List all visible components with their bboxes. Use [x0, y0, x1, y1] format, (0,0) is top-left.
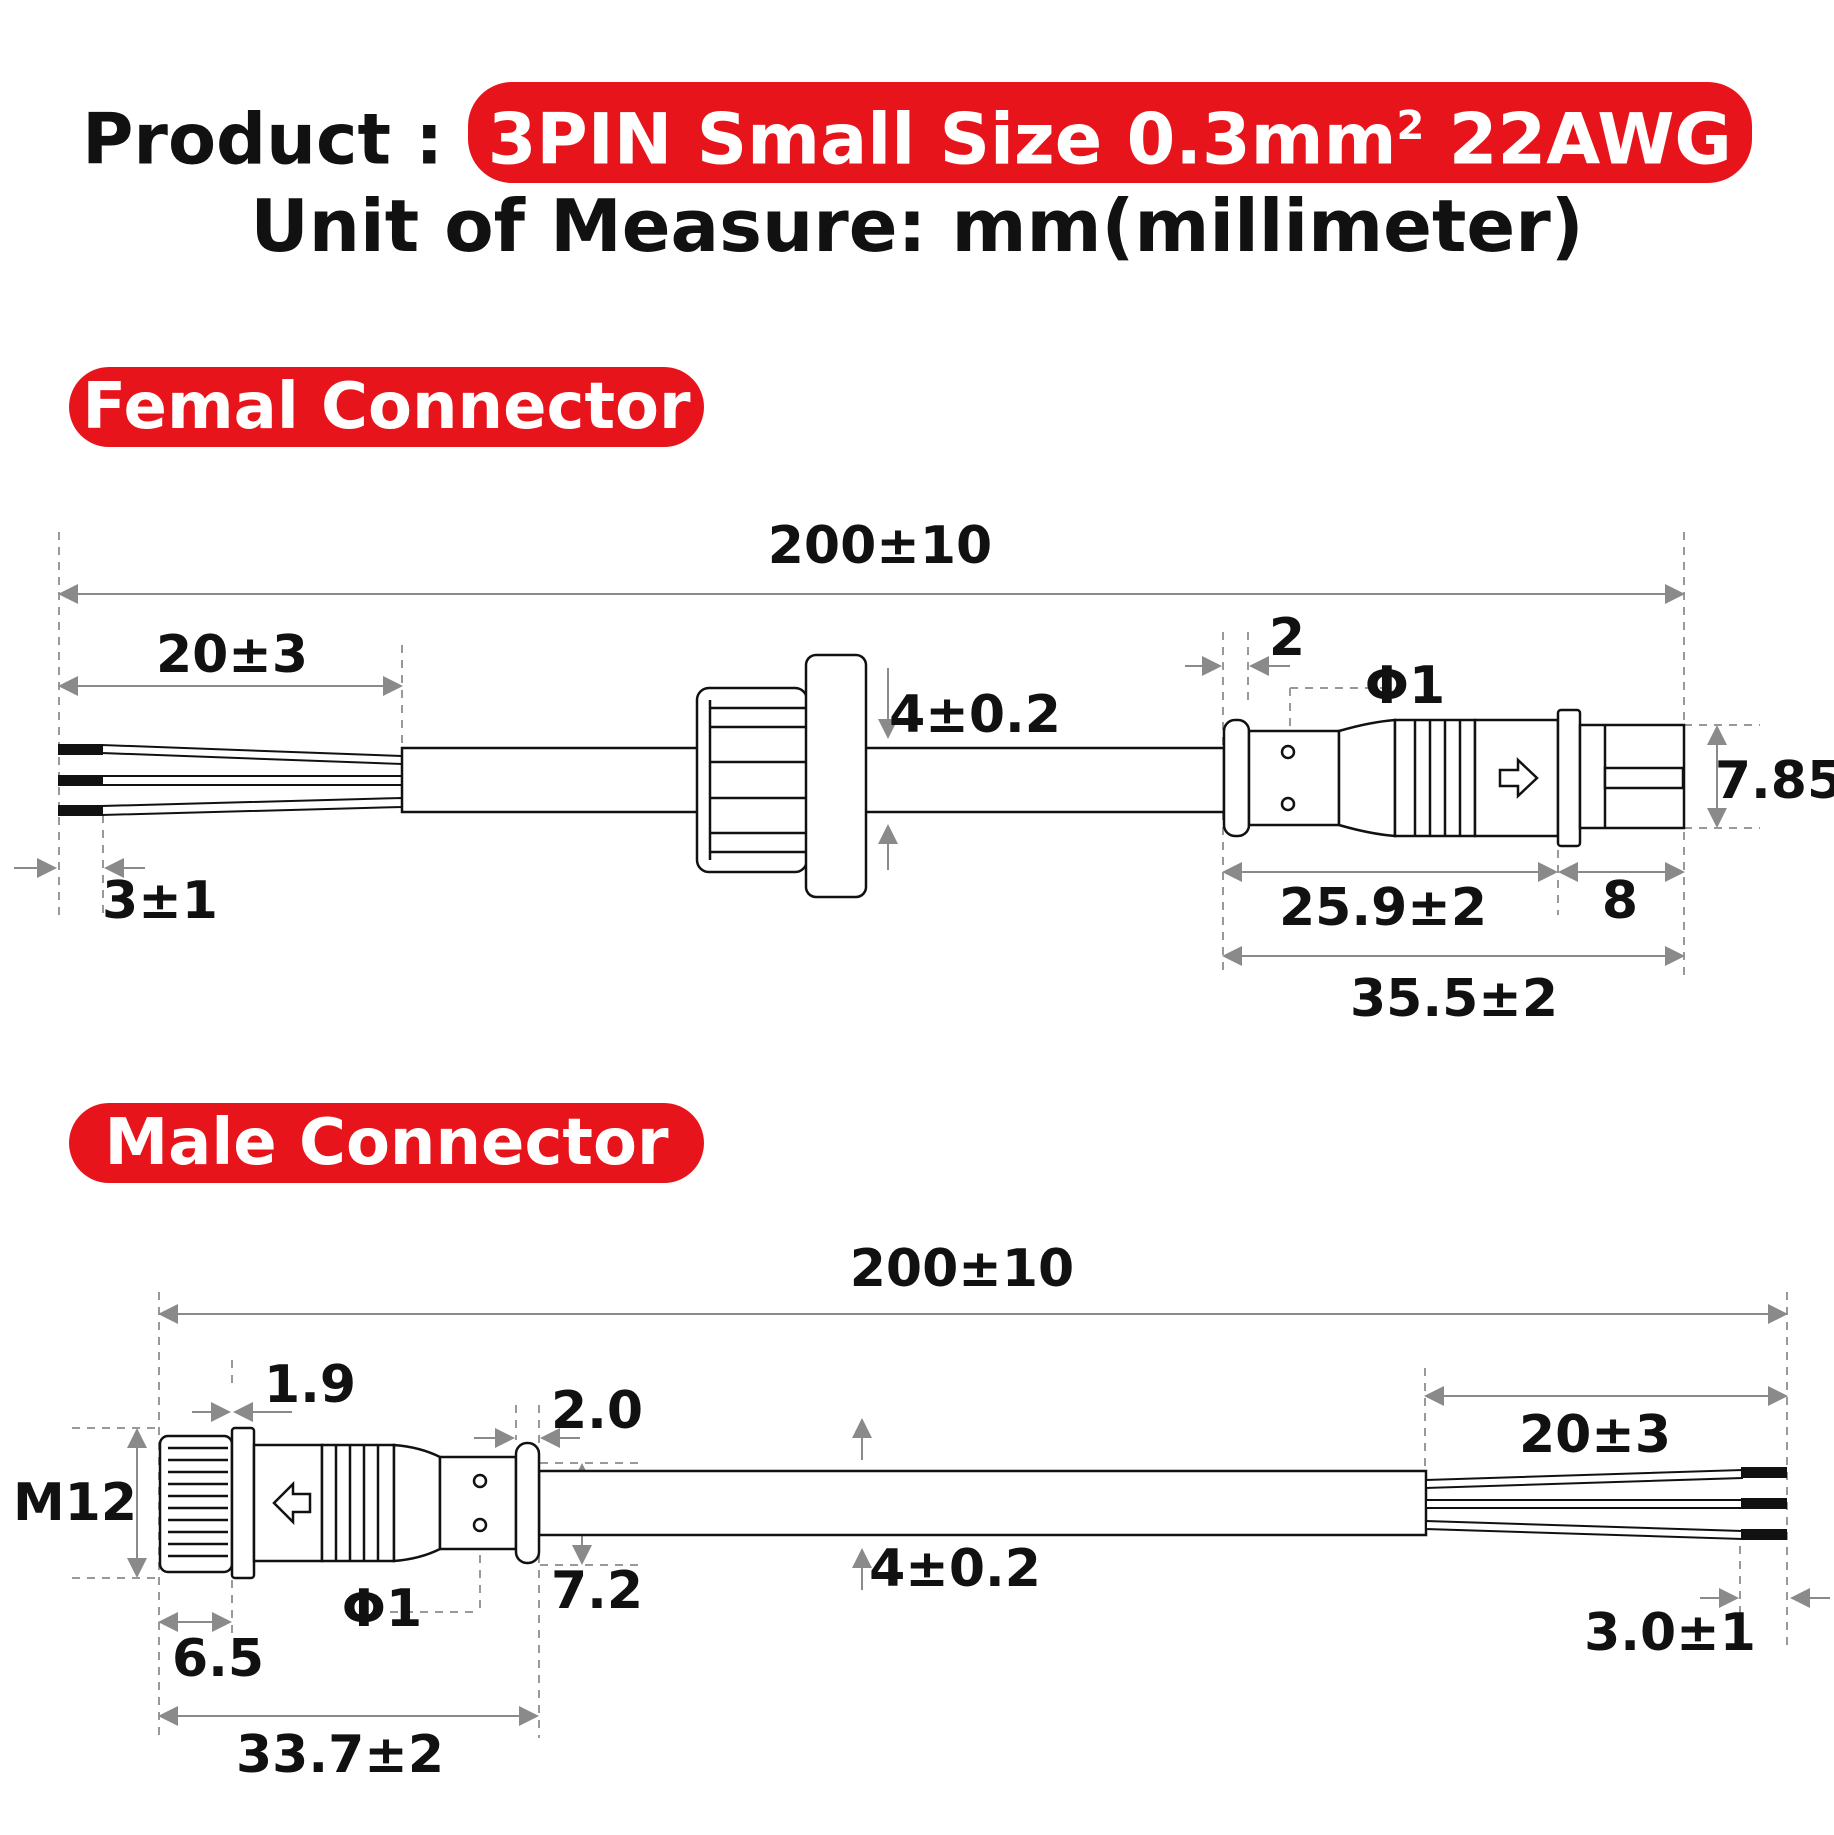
female-dim-tip: 8	[1602, 871, 1638, 931]
product-badge: 3PIN Small Size 0.3mm2 22AWG	[467, 82, 1752, 184]
female-dim-tin: 3±1	[102, 871, 218, 931]
female-dim-cable-dia: 4±0.2	[889, 685, 1061, 745]
male-cable-jacket	[537, 1469, 1428, 1537]
male-connector-body	[158, 1426, 541, 1580]
female-dimension-lines	[14, 584, 1727, 966]
female-drawing: 200±10 20±3 3±1 4±0.2 2 Φ1 7.85 25.9±2 8…	[14, 516, 1834, 1029]
product-label: Product :	[82, 98, 444, 181]
female-section-title: Femal Connector	[69, 367, 704, 447]
male-dim-height: 7.2	[551, 1561, 643, 1621]
female-dim-gap: 2	[1269, 608, 1305, 668]
male-dim-overall: 33.7±2	[236, 1725, 444, 1785]
female-dim-body: 25.9±2	[1279, 878, 1487, 938]
female-wires	[58, 743, 403, 817]
female-dim-height: 7.85	[1715, 751, 1834, 811]
product-line: Product : 3PIN Small Size 0.3mm2 22AWG	[0, 82, 1834, 184]
male-wires	[1425, 1467, 1787, 1541]
male-dim-total: 200±10	[850, 1239, 1074, 1299]
female-dim-strip: 20±3	[156, 625, 308, 685]
male-dim-tin: 3.0±1	[1584, 1603, 1756, 1663]
male-dim-flange: 1.9	[264, 1355, 356, 1415]
male-dim-gap: 2.0	[551, 1381, 643, 1441]
male-section-title: Male Connector	[69, 1103, 704, 1183]
male-dim-thread: M12	[13, 1473, 137, 1533]
female-dim-pin-dia: Φ1	[1365, 656, 1445, 716]
male-drawing: 200±10 M12 1.9 2.0 20±3 Φ1 7.2 4±0.2 6.5…	[13, 1239, 1830, 1785]
unit-line: Unit of Measure: mm(millimeter)	[250, 184, 1584, 268]
male-dim-cable-dia: 4±0.2	[869, 1539, 1041, 1599]
female-connector-body	[1222, 708, 1686, 848]
female-nut	[695, 653, 868, 899]
product-sup: 2	[1396, 103, 1425, 149]
product-value: 3PIN Small Size 0.3mm	[487, 98, 1397, 181]
male-dim-strip: 20±3	[1519, 1405, 1671, 1465]
male-dim-thread-len: 6.5	[172, 1629, 264, 1689]
female-dim-total: 200±10	[768, 516, 992, 576]
male-dim-pin-dia: Φ1	[342, 1579, 422, 1639]
product-awg: 22AWG	[1424, 98, 1732, 181]
female-dim-overall: 35.5±2	[1350, 969, 1558, 1029]
